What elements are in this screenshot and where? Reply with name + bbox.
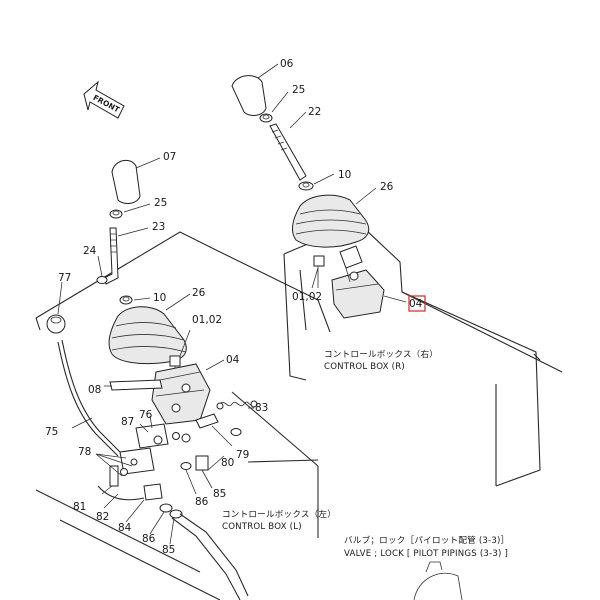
part-label-76: 76: [139, 409, 153, 421]
part-label-86-b: 86: [142, 533, 156, 545]
part-label-0102-right: 01,02: [292, 291, 322, 303]
valve-lock-outline: [413, 561, 463, 600]
part-label-85-b: 85: [162, 544, 175, 556]
part-label-81: 81: [73, 501, 86, 513]
caption-control-box-left-jp: コントロールボックス（左）: [222, 508, 336, 520]
boot-26-right-shape: [292, 194, 370, 248]
knob-07-shape: [111, 159, 141, 204]
part-label-82: 82: [96, 511, 109, 523]
part-labels: 06 25 22 10 26 01,02 04 07 25 23 24 77 1…: [45, 58, 426, 556]
caption-valve-lock-en: VALVE ; LOCK [ PILOT PIPINGS (3-3) ]: [344, 549, 508, 559]
caption-control-box-right-en: CONTROL BOX (R): [324, 362, 405, 372]
caption-valve-lock-jp: バルブ；ロック［パイロット配管 (3-3)］: [344, 534, 509, 546]
part-label-25-top: 25: [292, 84, 305, 96]
part-label-84: 84: [118, 522, 132, 534]
valve-block-04-left-shape: [151, 363, 211, 425]
part-label-25-left: 25: [154, 197, 167, 209]
part-label-26-right: 26: [380, 181, 394, 193]
part-label-83: 83: [255, 402, 268, 414]
right-lever-assembly: [231, 75, 385, 319]
control-box-left-outline: [35, 231, 331, 600]
part-label-04-right: 04: [409, 298, 423, 310]
part-label-77: 77: [58, 272, 71, 284]
captions: コントロールボックス（右） CONTROL BOX (R) コントロールボックス…: [222, 348, 509, 559]
front-arrow: FRONT: [83, 80, 125, 119]
left-lever-assembly: [46, 159, 258, 600]
right-leader-lines: [257, 63, 407, 303]
part-label-87: 87: [121, 416, 134, 428]
part-label-86-a: 86: [195, 496, 209, 508]
part-label-22: 22: [308, 106, 321, 118]
part-label-08: 08: [88, 384, 101, 396]
part-label-78: 78: [78, 446, 91, 458]
part-label-79: 79: [236, 449, 249, 461]
caption-control-box-right-jp: コントロールボックス（右）: [324, 348, 438, 360]
part-label-04-left: 04: [226, 354, 240, 366]
part-label-80: 80: [221, 457, 234, 469]
part-label-07: 07: [163, 151, 176, 163]
caption-control-box-left-en: CONTROL BOX (L): [222, 522, 302, 532]
left-leader-lines: [57, 157, 254, 545]
part-label-10-right: 10: [338, 169, 351, 181]
boot-26-left-shape: [108, 306, 187, 365]
part-label-26-left: 26: [192, 287, 206, 299]
part-label-0102-left: 01,02: [192, 314, 222, 326]
highlight-box-04: [408, 295, 426, 312]
part-label-85-a: 85: [213, 488, 226, 500]
part-label-24: 24: [83, 245, 97, 257]
part-label-10-left: 10: [153, 292, 166, 304]
knob-06-shape: [231, 75, 267, 116]
valve-block-04-right-shape: [331, 269, 385, 319]
part-label-06: 06: [280, 58, 294, 70]
part-label-23: 23: [152, 221, 165, 233]
part-label-75: 75: [45, 426, 58, 438]
